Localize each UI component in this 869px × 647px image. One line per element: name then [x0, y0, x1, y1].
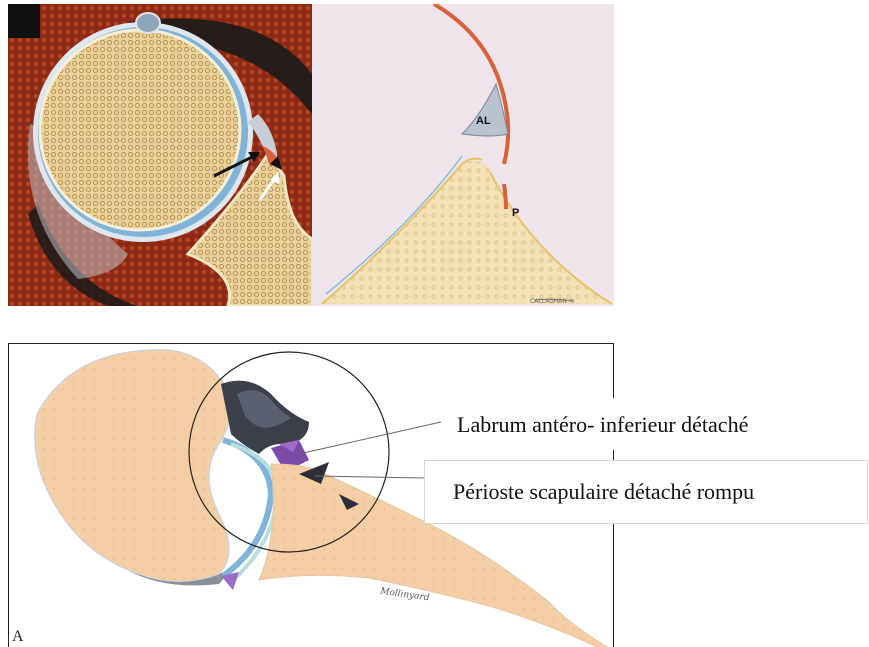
- axial-section-drawing: [8, 4, 312, 306]
- corner-tag: [8, 4, 40, 38]
- schematic-illustration: AL P: [312, 4, 614, 306]
- axial-section-illustration: [8, 4, 312, 306]
- label-al: AL: [476, 115, 491, 127]
- callout-labrum: Labrum antéro- inferieur détaché: [442, 398, 864, 450]
- artist-stamp: CALLAGHAN ©: [530, 298, 575, 305]
- label-p: P: [512, 207, 519, 219]
- schematic-drawing: [312, 4, 614, 306]
- panel-letter: A: [12, 628, 24, 646]
- callout-periosteum: Périoste scapulaire détaché rompu: [424, 460, 868, 524]
